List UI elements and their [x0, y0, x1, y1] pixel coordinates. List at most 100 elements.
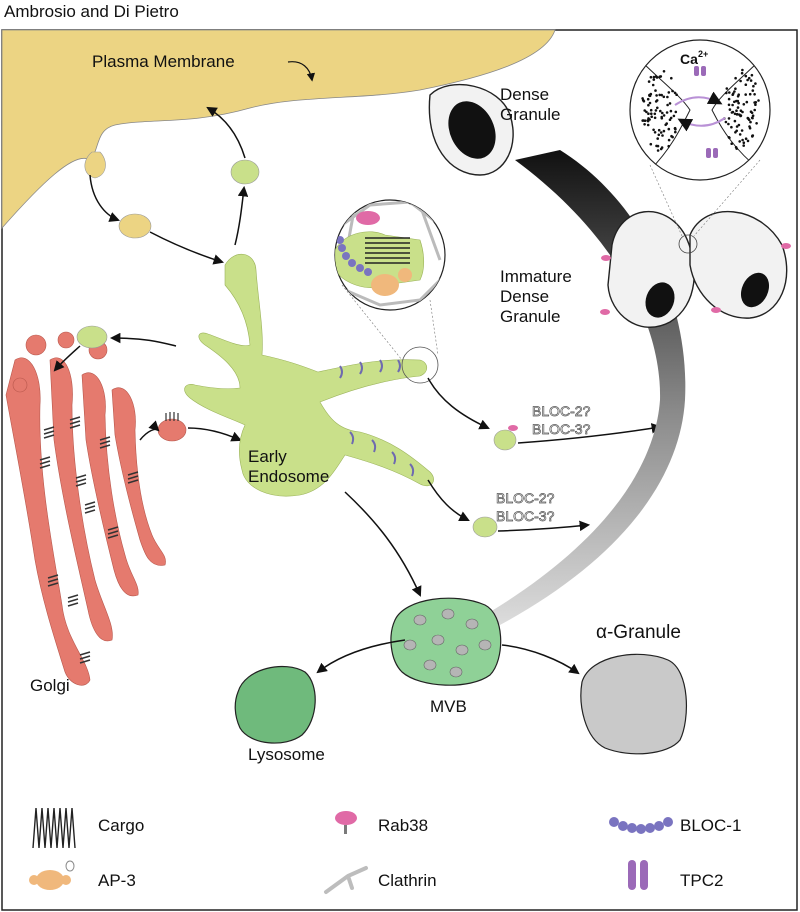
legend-cargo-label: Cargo: [98, 816, 144, 835]
early-endosome: [184, 254, 434, 497]
calcium-dot: [652, 78, 656, 81]
calcium-dot: [659, 109, 662, 113]
arrow-endosome-to-mvb: [344, 491, 422, 597]
calcium-dot: [653, 112, 657, 116]
calcium-dot: [660, 115, 663, 119]
calcium-dot: [757, 99, 760, 102]
calcium-dot: [646, 97, 650, 101]
calcium-dot: [675, 93, 678, 96]
calcium-dot: [647, 103, 650, 107]
bloc1-icon: [609, 817, 673, 834]
calcium-dot: [652, 128, 655, 132]
calcium-dot: [655, 94, 658, 97]
calcium-dot: [647, 112, 650, 115]
lysosome-label: Lysosome: [248, 745, 325, 764]
arrow-endocytosis: [89, 174, 120, 222]
calcium-dot: [754, 101, 758, 104]
calcium-dot: [741, 110, 744, 114]
calcium-dot: [750, 73, 754, 77]
pm-label-arrow: [287, 61, 316, 82]
lysosome: [234, 665, 316, 744]
calcium-dot: [727, 122, 730, 126]
calcium-dot: [737, 123, 741, 127]
calcium-dot: [740, 129, 744, 132]
calcium-dot: [671, 89, 674, 93]
calcium-dot: [732, 92, 735, 95]
calcium-dot: [725, 87, 729, 90]
recycling-vesicle: [230, 159, 260, 185]
calcium-dot: [749, 110, 753, 113]
calcium-dot: [650, 115, 653, 118]
dense-granule: [428, 83, 514, 176]
immature-label-1: Immature: [500, 267, 572, 286]
calcium-dot: [668, 102, 672, 105]
plasma-membrane-label: Plasma Membrane: [92, 52, 235, 71]
calcium-dot: [730, 111, 734, 114]
calcium-dot: [673, 126, 677, 130]
calcium-dot: [654, 100, 658, 103]
calcium-dot: [751, 134, 754, 138]
calcium-dot: [740, 71, 744, 75]
calcium-dot: [735, 99, 738, 103]
arrow-vesicle-to-endosome: [187, 427, 242, 442]
alpha-granule-label: α-Granule: [596, 622, 681, 643]
calcium-dot: [744, 137, 748, 140]
golgi: [5, 331, 166, 686]
golgi-cargo-marks: [39, 416, 139, 664]
arrow-endosome-to-retrograde: [109, 332, 177, 347]
zoom-lines: [341, 284, 439, 361]
calcium-dot: [666, 103, 669, 107]
calcium-dot: [750, 116, 754, 120]
calcium-dot: [730, 142, 733, 145]
ap3-icon: [29, 860, 75, 890]
calcium-dot: [747, 76, 751, 80]
calcium-dot: [725, 91, 728, 95]
calcium-dot: [656, 144, 660, 148]
calcium-dot: [731, 103, 734, 107]
calcium-dot: [728, 108, 732, 111]
legend-rab38-label: Rab38: [378, 816, 428, 835]
legend: Cargo Rab38 BLOC-1 AP-3 Clathrin TPC2: [29, 807, 741, 894]
arrow-golgi-to-vesicle: [139, 420, 160, 441]
calcium-dot: [735, 113, 739, 116]
calcium-dot: [751, 114, 755, 117]
calcium-dot: [657, 128, 661, 132]
calcium-dot: [649, 142, 653, 146]
calcium-dot: [651, 83, 655, 87]
zoom-inset: [334, 199, 446, 311]
calcium-dot: [665, 111, 669, 114]
calcium-dot: [741, 68, 744, 72]
calcium-dot: [744, 93, 747, 96]
calcium-dot: [736, 106, 740, 109]
arrow-recycling-to-pm: [206, 106, 246, 159]
endocytic-vesicle: [118, 213, 152, 239]
calcium-dot: [661, 111, 664, 115]
immature-label-2: Dense: [500, 287, 549, 306]
calcium-dot: [671, 135, 674, 139]
golgi-label: Golgi: [30, 676, 70, 695]
calcium-dot: [728, 91, 731, 94]
calcium-dot: [737, 101, 740, 105]
vesicle-rab38-mark: [508, 425, 518, 431]
endosome-tubule-coats: [339, 359, 415, 477]
calcium-dot: [674, 110, 678, 114]
bloc-upper-label-1: BLOC-2?: [532, 403, 591, 419]
calcium-dot: [738, 140, 741, 143]
calcium-dot: [734, 76, 737, 80]
calcium-dot: [730, 125, 733, 129]
calcium-dot: [734, 87, 737, 90]
early-endosome-label-2: Endosome: [248, 467, 329, 486]
bloc-lower-label-1: BLOC-2?: [496, 490, 555, 506]
legend-clathrin-label: Clathrin: [378, 871, 437, 890]
calcium-dot: [741, 138, 744, 142]
calcium-dot: [746, 78, 749, 82]
calcium-dot: [648, 118, 651, 121]
calcium-dot: [746, 116, 750, 120]
retrograde-vesicle: [76, 325, 108, 349]
ca-zoom-inset: Ca 2+: [629, 39, 771, 181]
calcium-dot: [658, 75, 662, 78]
calcium-dot: [654, 109, 658, 112]
arrow-mvb-to-lysosome: [316, 639, 406, 674]
mvb-label: MVB: [430, 697, 467, 716]
arrow-tubule-to-vesicle-lower: [427, 479, 470, 521]
